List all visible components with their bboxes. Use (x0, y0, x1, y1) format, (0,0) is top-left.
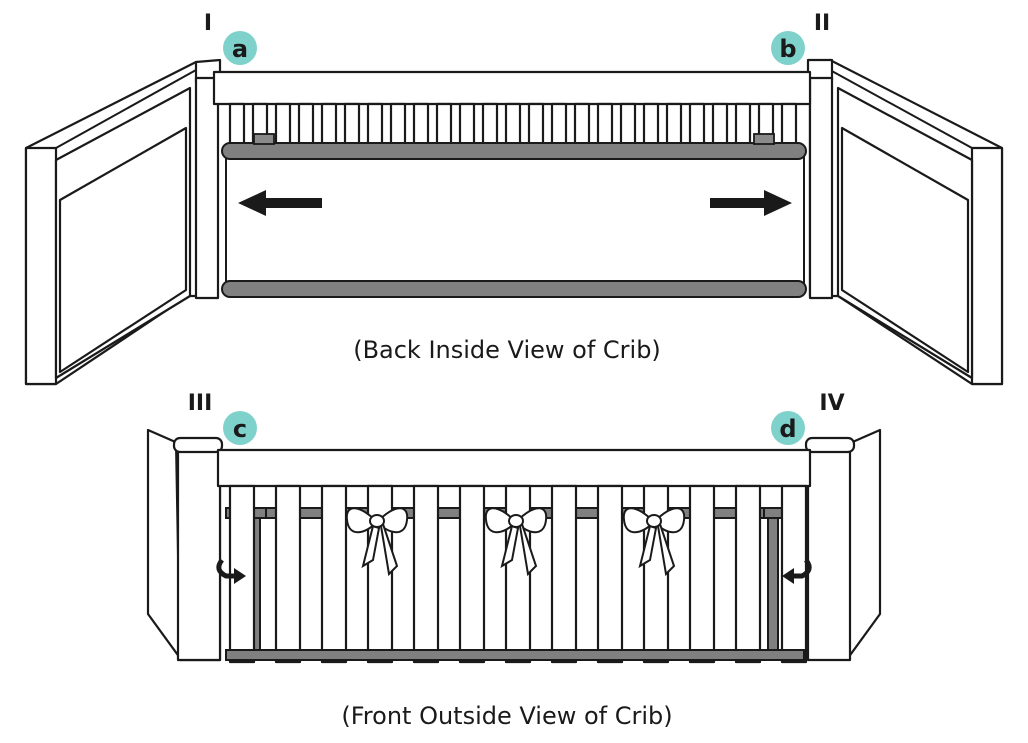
back-slat (550, 102, 568, 146)
front-slat (550, 484, 578, 664)
front-slat (274, 484, 302, 664)
back-slat (320, 102, 338, 146)
back-slat (711, 102, 729, 146)
badge-d-label: d (779, 415, 796, 443)
back-slat (504, 102, 522, 146)
badge-b-label: b (779, 35, 796, 63)
back-slat (458, 102, 476, 146)
bow-icon (622, 507, 686, 577)
back-slat (412, 102, 430, 146)
front-slat (596, 484, 624, 664)
back-slat (228, 102, 246, 146)
front-right-side-panel (804, 428, 882, 662)
back-slat (780, 102, 798, 146)
front-slat (320, 484, 348, 664)
back-bumper-pad (221, 133, 807, 298)
back-slat (596, 102, 614, 146)
back-slat (435, 102, 453, 146)
back-slat (688, 102, 706, 146)
back-slat (527, 102, 545, 146)
back-slat (297, 102, 315, 146)
badge-c-label: c (233, 415, 247, 443)
back-slat (274, 102, 292, 146)
curved-arrow-icon (216, 558, 246, 584)
right-side-panel (806, 58, 1004, 386)
corner-label-I: I (204, 11, 212, 36)
back-slat (366, 102, 384, 146)
front-outside-view: III IV c d (Front Outside View of Crib) (146, 391, 882, 730)
bow-icon (345, 507, 409, 577)
bow-icon (484, 507, 548, 577)
back-slat (734, 102, 752, 146)
front-slat (688, 484, 716, 664)
curved-arrow-icon (782, 558, 812, 584)
corner-label-IV: IV (819, 391, 844, 416)
badge-d: d (771, 411, 805, 445)
back-rail (212, 70, 812, 146)
back-slat (343, 102, 361, 146)
back-inside-view: I II a b (Back Inside View of Crib) (24, 11, 1004, 386)
left-side-panel (24, 58, 222, 386)
front-top-rail (216, 448, 812, 488)
front-bottom-band (225, 649, 805, 661)
back-slats (228, 102, 798, 146)
corner-label-III: III (188, 391, 213, 416)
front-slat (412, 484, 440, 664)
back-slat (481, 102, 499, 146)
corner-label-II: II (814, 11, 830, 36)
back-slat (665, 102, 683, 146)
arrow-left-icon (238, 190, 322, 216)
back-slat (389, 102, 407, 146)
arrow-right-icon (710, 190, 792, 216)
front-left-side-panel (146, 428, 224, 662)
back-slat (642, 102, 660, 146)
front-view-caption: (Front Outside View of Crib) (341, 702, 672, 730)
back-slat (573, 102, 591, 146)
front-slat (458, 484, 486, 664)
front-slat (734, 484, 762, 664)
badge-c: c (223, 411, 257, 445)
back-view-caption: (Back Inside View of Crib) (353, 336, 661, 364)
badge-a-label: a (232, 35, 248, 63)
bows (345, 507, 686, 577)
badge-b: b (771, 31, 805, 65)
back-slat (619, 102, 637, 146)
badge-a: a (223, 31, 257, 65)
